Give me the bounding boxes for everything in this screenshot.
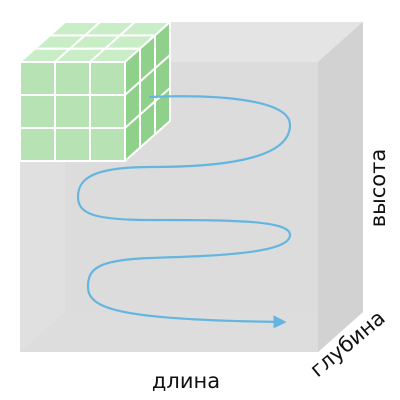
cube-front-cell [19, 127, 56, 162]
cube-front-cell [54, 94, 91, 129]
cube-front-face [19, 61, 126, 162]
cube-front-cell [54, 127, 91, 162]
cube-front-cell [89, 61, 126, 96]
cube-front-cell [89, 94, 126, 129]
cube-side-cell [154, 87, 171, 136]
cube-front-cell [54, 61, 91, 96]
voxel-cube [19, 21, 171, 162]
length-label: длина [152, 369, 220, 393]
box-right-face [318, 22, 363, 352]
scan-path-arrow [76, 95, 292, 329]
height-label: высота [366, 149, 390, 227]
cube-side-face [124, 21, 171, 162]
cube-top-face [19, 21, 171, 63]
cube-front-cell [19, 61, 56, 96]
cube-front-cell [89, 127, 126, 162]
cube-front-cell [19, 94, 56, 129]
